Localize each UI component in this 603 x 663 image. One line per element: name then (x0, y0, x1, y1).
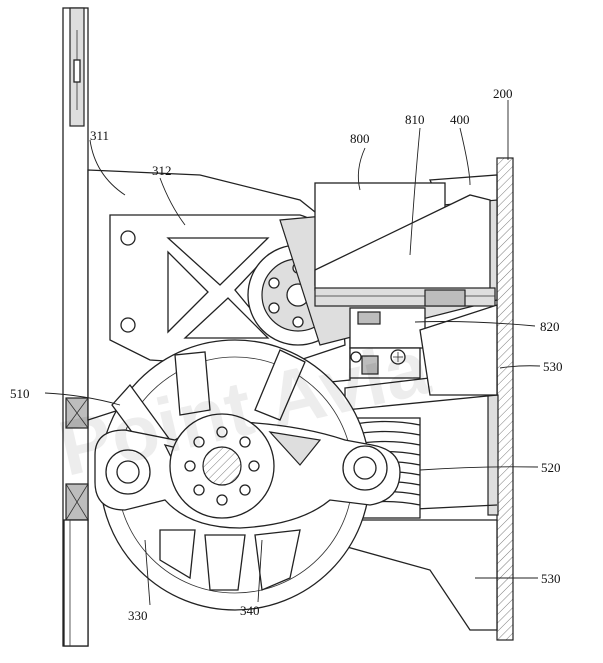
label-820: 820 (540, 319, 560, 334)
label-312: 312 (152, 163, 172, 178)
block-820 (349, 307, 426, 379)
label-311: 311 (90, 128, 109, 143)
leader-lines (44, 100, 541, 606)
reference-labels: 200 311 312 330 340 400 510 520 530 530 … (10, 86, 563, 623)
label-400: 400 (450, 112, 470, 127)
label-530-upper: 530 (543, 359, 563, 374)
hub-340 (169, 413, 275, 519)
label-510: 510 (10, 386, 30, 401)
wall-plate-200 (487, 157, 514, 641)
label-200: 200 (493, 86, 513, 101)
bracket-530-upper (344, 304, 498, 411)
label-520: 520 (541, 460, 561, 475)
label-340: 340 (240, 603, 260, 618)
label-530-lower: 530 (541, 571, 561, 586)
bracket-530-lower (339, 504, 498, 631)
left-vertical-panel (62, 7, 89, 647)
label-800: 800 (350, 131, 370, 146)
motor-800 (314, 182, 496, 307)
label-810: 810 (405, 112, 425, 127)
label-330: 330 (128, 608, 148, 623)
